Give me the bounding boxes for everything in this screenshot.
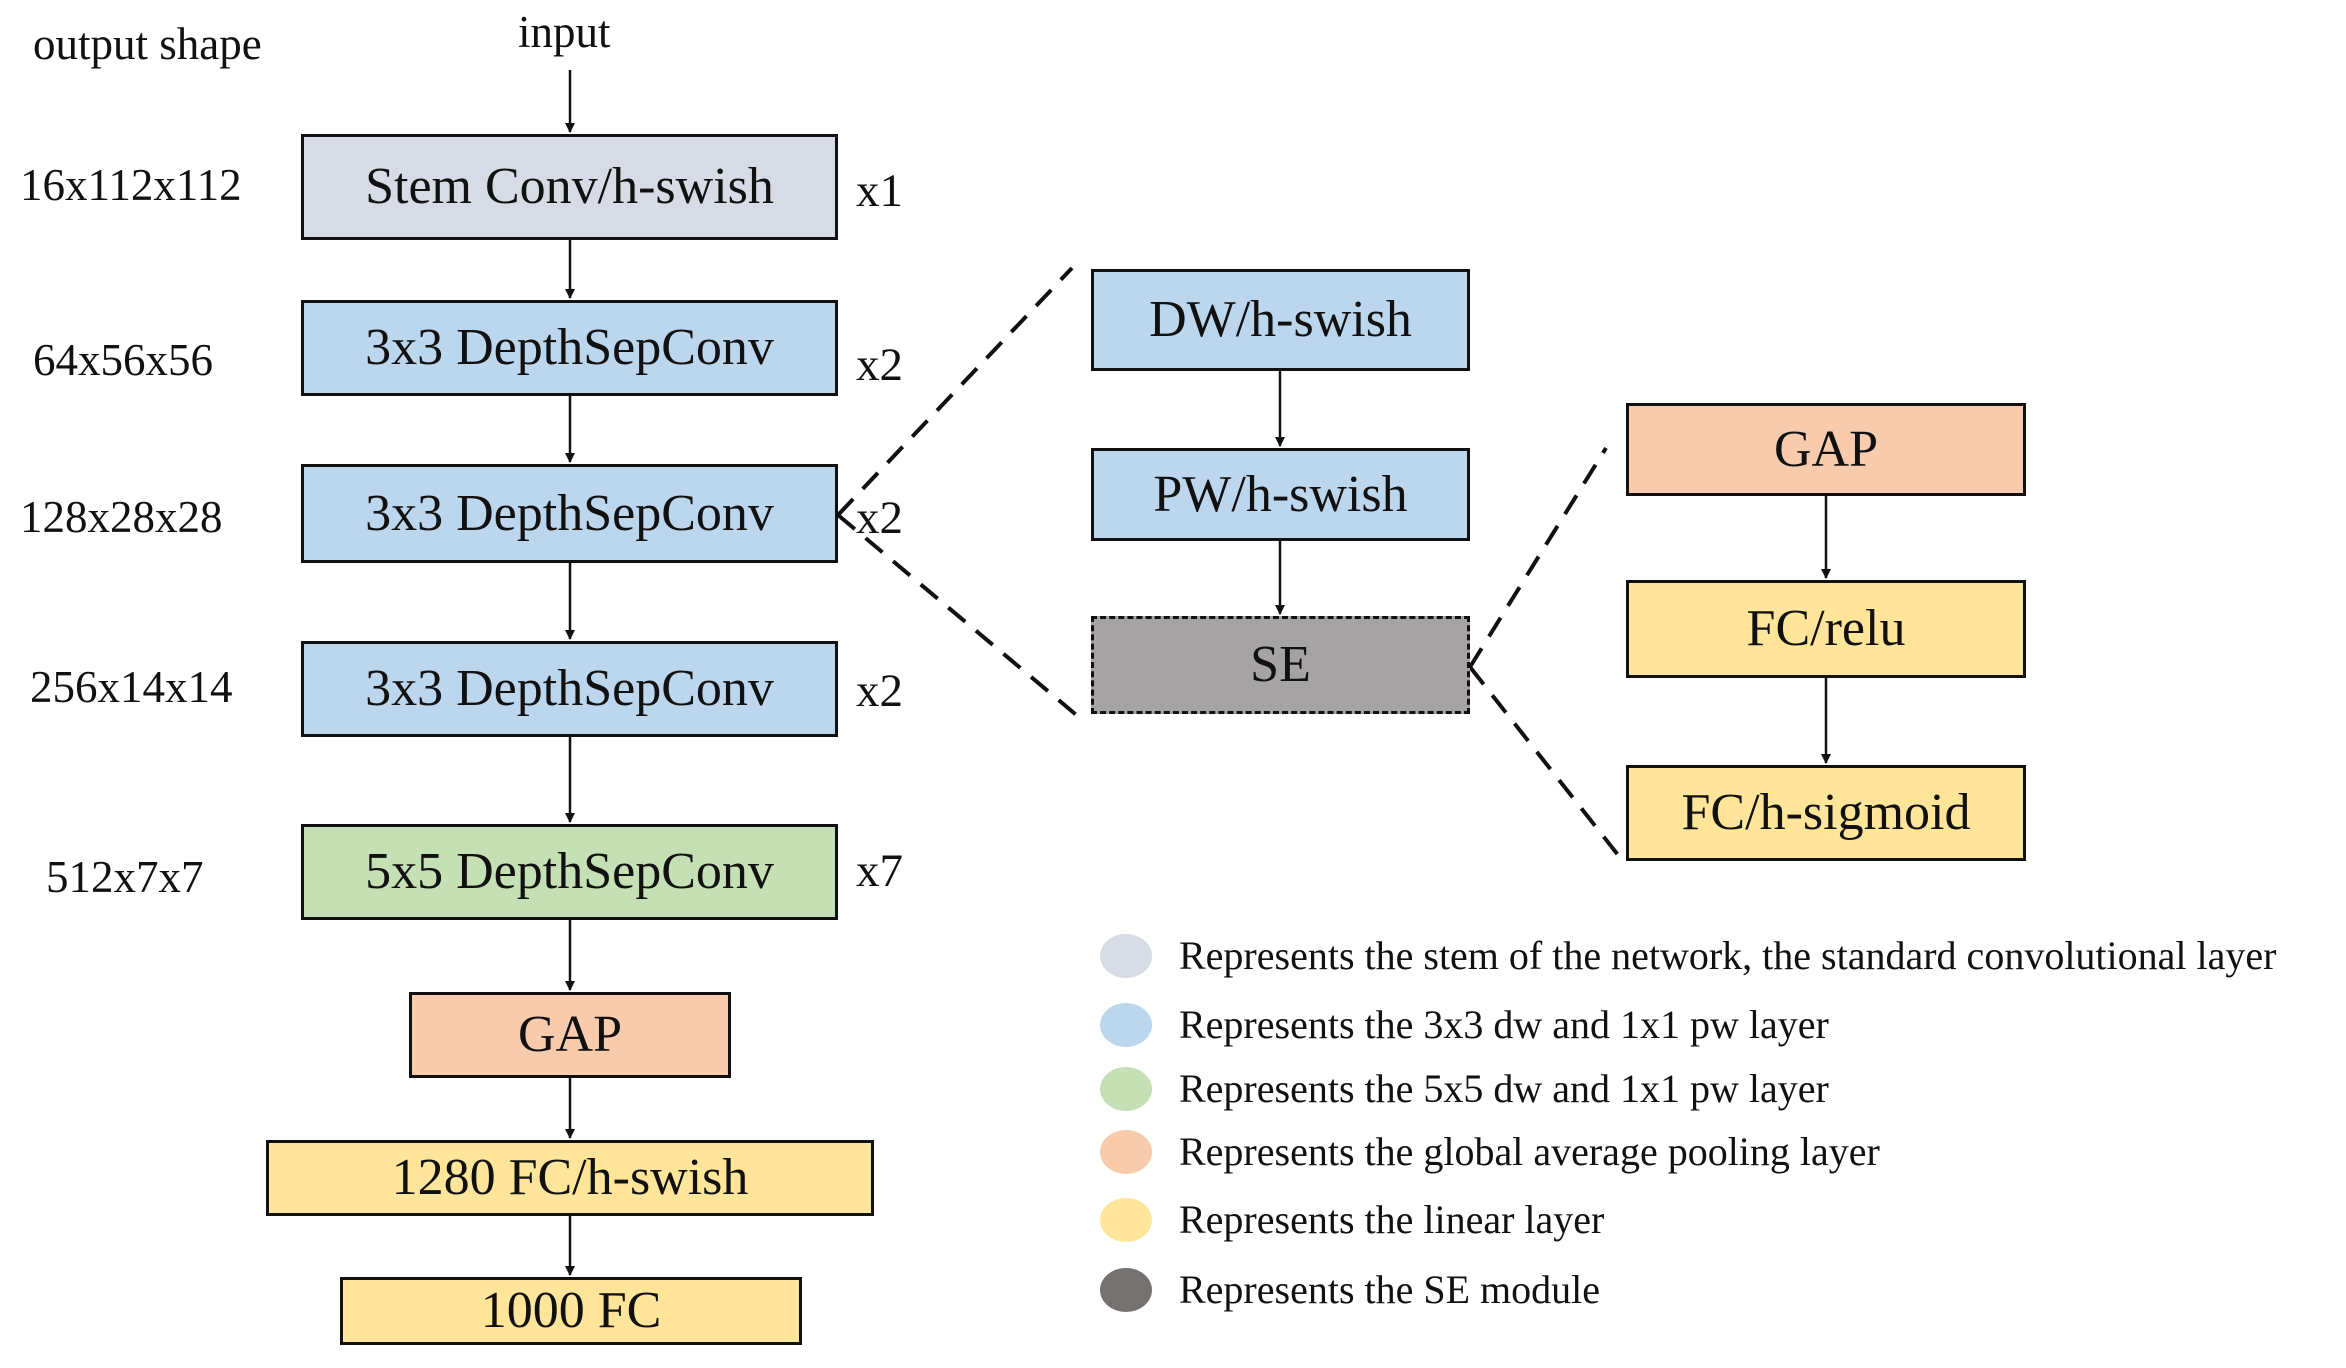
se-fc-relu-block: FC/relu — [1626, 580, 2026, 678]
fc-1280-block: 1280 FC/h-swish — [266, 1140, 874, 1216]
zoom-line-se-bottom — [1468, 665, 1624, 862]
repeat-count-stage-3: x2 — [856, 665, 903, 717]
legend-item-dw-pw-5x5: Represents the 5x5 dw and 1x1 pw layer — [1100, 1065, 1829, 1112]
legend-label-dw-pw-5x5: Represents the 5x5 dw and 1x1 pw layer — [1179, 1066, 1829, 1111]
legend-label-linear: Represents the linear layer — [1179, 1197, 1605, 1242]
se-gap-block: GAP — [1626, 403, 2026, 496]
legend-label-stem: Represents the stem of the network, the … — [1179, 933, 2277, 978]
legend-label-gap: Represents the global average pooling la… — [1179, 1129, 1880, 1174]
se-fc-hsigmoid-block: FC/h-sigmoid — [1626, 765, 2026, 861]
repeat-count-stage-2: x2 — [856, 492, 903, 544]
stem-conv-block: Stem Conv/h-swish — [301, 134, 838, 240]
se-block: SE — [1091, 616, 1470, 714]
repeat-count-stage-0: x1 — [856, 165, 903, 217]
gap-block: GAP — [409, 992, 731, 1078]
depthsep-3x3-block-2: 3x3 DepthSepConv — [301, 464, 838, 563]
zoom-line-stage-bottom — [836, 513, 1082, 720]
repeat-count-stage-4: x7 — [856, 845, 903, 897]
depthsep-3x3-block-1: 3x3 DepthSepConv — [301, 300, 838, 396]
legend-item-se: Represents the SE module — [1100, 1266, 1600, 1313]
output-shape-stage-4: 512x7x7 — [46, 852, 204, 902]
fc-1000-block: 1000 FC — [340, 1277, 802, 1345]
legend-dot-dw-pw-3x3 — [1100, 1002, 1152, 1047]
legend-dot-se — [1100, 1267, 1152, 1312]
legend-dot-stem — [1100, 933, 1152, 978]
output-shape-stage-2: 128x28x28 — [20, 492, 223, 542]
zoom-line-stage-top — [836, 266, 1074, 517]
output-shape-stage-1: 64x56x56 — [33, 335, 213, 385]
pw-hswish-block: PW/h-swish — [1091, 448, 1470, 541]
input-label: input — [518, 7, 611, 57]
depthsep-5x5-block: 5x5 DepthSepConv — [301, 824, 838, 920]
output-shape-stage-3: 256x14x14 — [30, 662, 233, 712]
output-shape-stage-0: 16x112x112 — [20, 160, 242, 210]
legend-label-dw-pw-3x3: Represents the 3x3 dw and 1x1 pw layer — [1179, 1002, 1829, 1047]
depthsep-3x3-block-3: 3x3 DepthSepConv — [301, 641, 838, 737]
legend-item-linear: Represents the linear layer — [1100, 1196, 1604, 1243]
legend-item-stem: Represents the stem of the network, the … — [1100, 932, 2276, 979]
repeat-count-stage-1: x2 — [856, 339, 903, 391]
legend-dot-dw-pw-5x5 — [1100, 1066, 1152, 1111]
legend-dot-linear — [1100, 1197, 1152, 1242]
zoom-line-se-top — [1468, 446, 1608, 669]
legend-item-gap: Represents the global average pooling la… — [1100, 1128, 1880, 1175]
legend-item-dw-pw-3x3: Represents the 3x3 dw and 1x1 pw layer — [1100, 1001, 1829, 1048]
legend-label-se: Represents the SE module — [1179, 1267, 1601, 1312]
output-shape-heading: output shape — [33, 19, 262, 69]
dw-hswish-block: DW/h-swish — [1091, 269, 1470, 371]
legend-dot-gap — [1100, 1129, 1152, 1174]
